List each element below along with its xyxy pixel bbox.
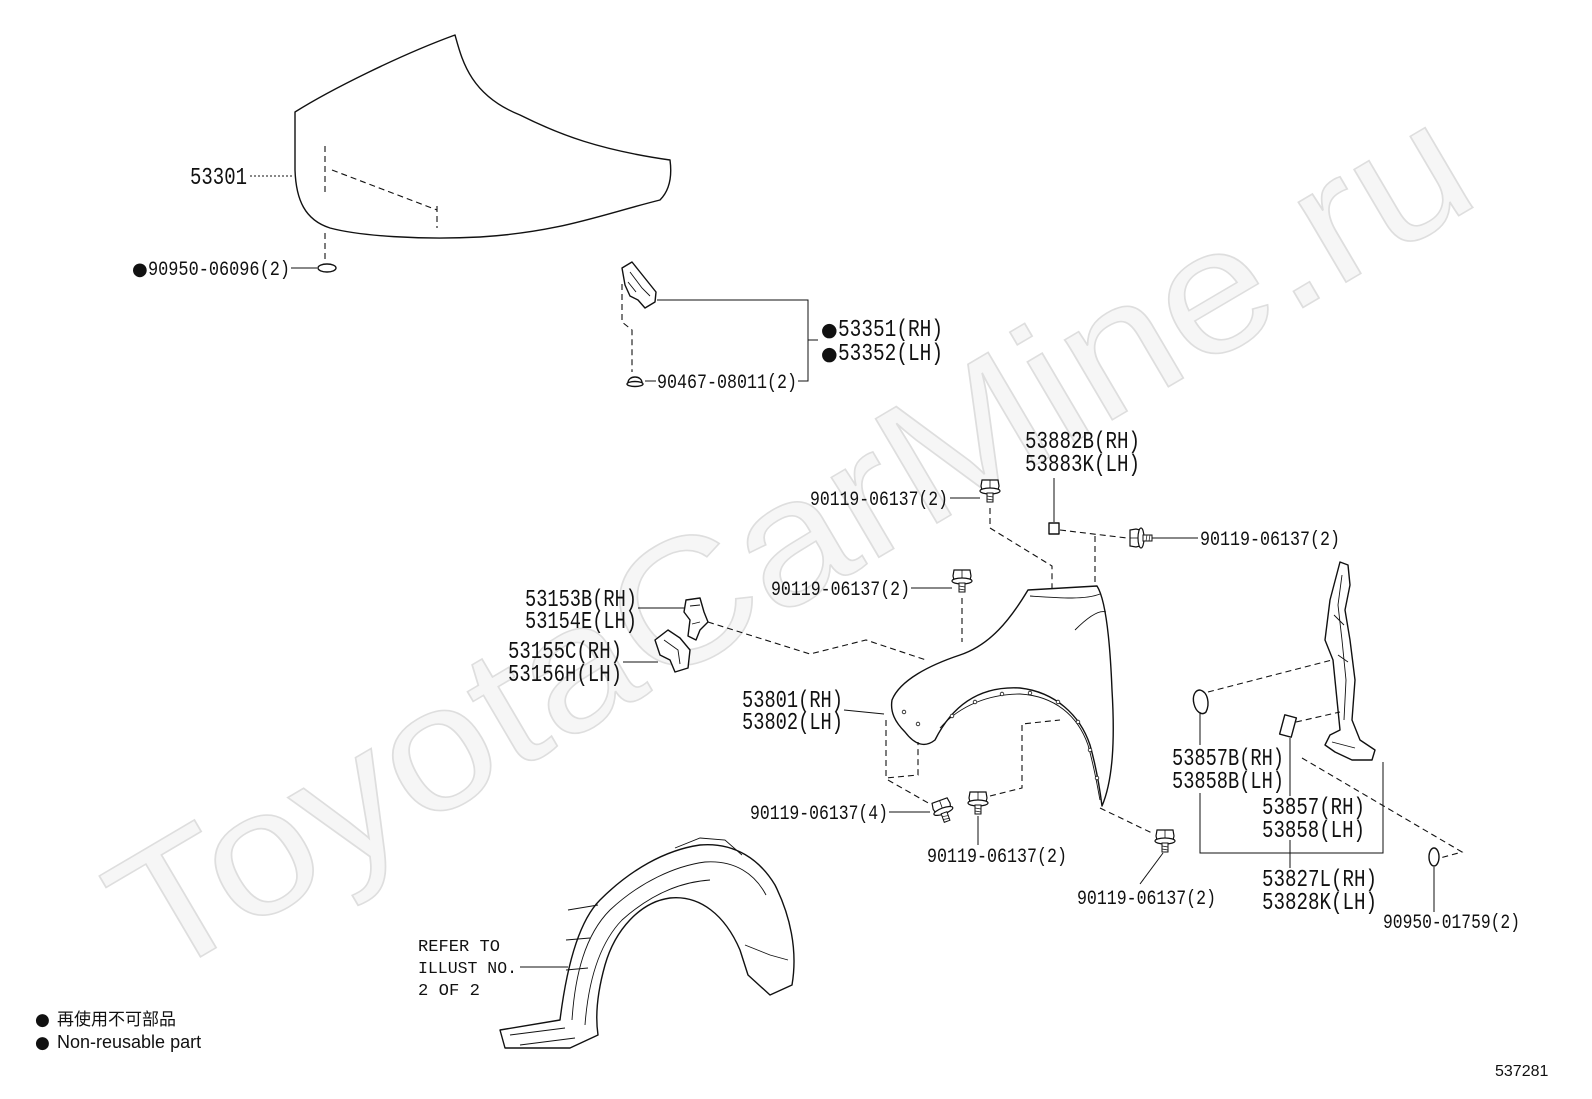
- fender-bracket-upper-detail: [689, 604, 701, 625]
- hood-cushion-drawing: [317, 263, 337, 273]
- leader-seal-group: [1199, 712, 1384, 868]
- bolt-mid-drawing: [951, 569, 973, 593]
- bolt-right-dashed-guide: [1059, 529, 1128, 586]
- bolt-front-drawing: [929, 796, 958, 826]
- label-hood-bracket-rh: 53351(RH): [838, 317, 943, 344]
- label-hood-cushion: 90950-06096(2): [148, 259, 290, 282]
- fender-bracket-dashed-guide: [707, 621, 927, 661]
- leader-hood-bracket: [657, 299, 818, 382]
- label-fender-protector-seal-rh: 53827L(RH): [1262, 867, 1377, 894]
- label-hood: 53301: [190, 165, 247, 192]
- label-fender-clip-rh: 53882B(RH): [1025, 429, 1140, 456]
- bolt-lower-right-dashed-guide: [1099, 807, 1155, 835]
- label-fender-bracket-lower-rh: 53155C(RH): [508, 639, 622, 666]
- label-bolt-arch: 90119-06137(2): [927, 846, 1067, 869]
- hood-dashed-guide: [324, 146, 438, 262]
- hood-bracket-drawing: [621, 261, 657, 309]
- fender-liner-drawing: [499, 844, 795, 1049]
- hood-bracket-detail: [627, 271, 651, 297]
- label-fender-protector-seal-lh: 53828K(LH): [1262, 890, 1377, 917]
- figure-number: 537281: [1495, 1063, 1548, 1080]
- label-bolt-mid: 90119-06137(2): [771, 579, 910, 602]
- legend-english: Non-reusable part: [57, 1032, 201, 1052]
- label-seal-rh: 53857(RH): [1262, 795, 1365, 822]
- bolt-top-dashed-guide: [989, 508, 1053, 588]
- leader-front-fender: [843, 709, 885, 715]
- fender-clip-drawing: [1048, 522, 1060, 535]
- label-bolt-lower-right: 90119-06137(2): [1077, 888, 1216, 911]
- refer-note-line-1: REFER TO: [418, 938, 500, 957]
- bolt-lower-right-drawing: [1154, 829, 1176, 853]
- label-fender-bracket-lower-lh: 53156H(LH): [508, 662, 622, 689]
- front-fender-holes: [901, 690, 1100, 781]
- label-seal-clip-rh: 53857B(RH): [1172, 746, 1284, 773]
- legend-marker: ●: [35, 1010, 50, 1030]
- fender-bracket-lower-detail: [663, 639, 681, 665]
- bolt-arch-dashed-guide: [989, 719, 1061, 797]
- label-fender-bracket-upper-lh: 53154E(LH): [525, 609, 637, 636]
- fender-bracket-lower-drawing: [654, 629, 691, 673]
- label-bolt-right: 90119-06137(2): [1200, 529, 1340, 552]
- non-reusable-marker: ●: [132, 259, 148, 280]
- legend-marker: ●: [35, 1033, 50, 1053]
- label-grommet: 90950-01759(2): [1383, 912, 1520, 935]
- label-hood-bracket-lh: 53352(LH): [838, 341, 943, 368]
- label-bolt-top: 90119-06137(2): [810, 489, 948, 512]
- seal-clip-drawing: [1192, 689, 1209, 715]
- fender-protector-seal-detail: [1331, 574, 1356, 749]
- seal-drawing: [1278, 714, 1298, 738]
- non-reusable-marker: ●: [821, 319, 838, 341]
- label-fender-bracket-upper-rh: 53153B(RH): [525, 587, 637, 614]
- grommet-drawing: [1428, 847, 1440, 867]
- refer-note-line-2: ILLUST NO.: [418, 960, 517, 979]
- front-fender-drawing: [890, 585, 1114, 807]
- hood-drawing: [294, 34, 672, 239]
- label-front-fender-rh: 53801(RH): [742, 688, 843, 715]
- label-fender-clip-lh: 53883K(LH): [1025, 452, 1140, 479]
- hood-bracket-dashed-guide: [621, 284, 633, 372]
- label-front-fender-lh: 53802(LH): [742, 710, 843, 737]
- fender-protector-seal-drawing: [1324, 561, 1376, 761]
- fender-liner-detail: [509, 837, 789, 1046]
- label-bolt-front: 90119-06137(4): [750, 803, 888, 826]
- label-bracket-clip: 90467-08011(2): [657, 372, 797, 395]
- label-seal-clip-lh: 53858B(LH): [1172, 769, 1284, 796]
- leader-bolt-lower-right: [1139, 852, 1164, 885]
- bolt-arch-drawing: [967, 791, 989, 815]
- seal-dashed-guide: [1207, 659, 1464, 859]
- bolt-right-drawing: [1129, 527, 1153, 549]
- bracket-clip-drawing: [626, 376, 644, 388]
- fender-bracket-upper-drawing: [683, 597, 709, 641]
- refer-note-line-3: 2 OF 2: [418, 982, 480, 1001]
- label-seal-lh: 53858(LH): [1262, 818, 1365, 845]
- non-reusable-marker: ●: [821, 343, 838, 365]
- legend-japanese: 再使用不可部品: [57, 1009, 176, 1030]
- bolt-front-dashed-guide: [885, 720, 931, 805]
